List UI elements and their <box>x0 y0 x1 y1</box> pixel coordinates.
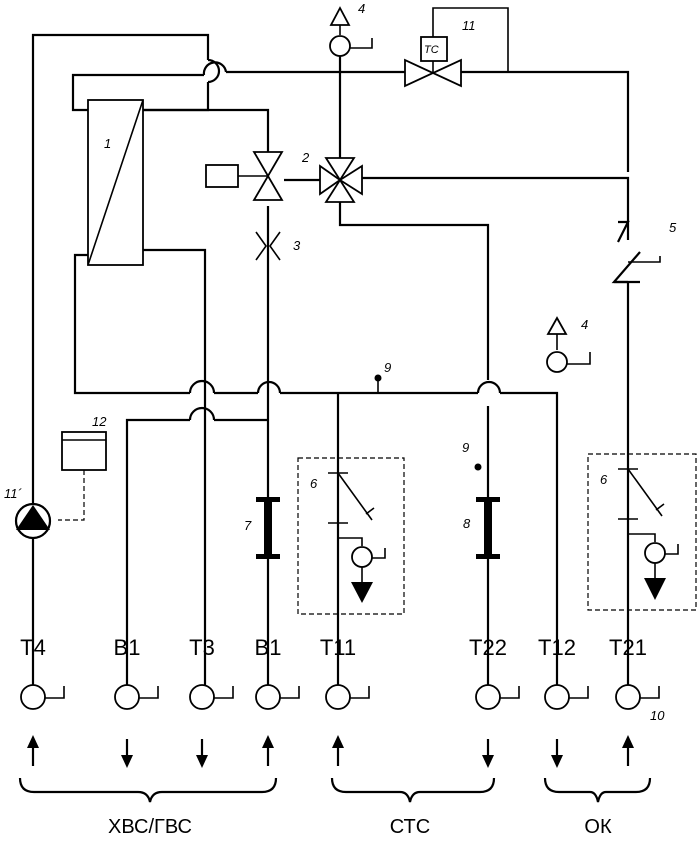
flow-arrow-t11 <box>332 735 344 766</box>
pump-number: 11´ <box>4 486 22 501</box>
three-way-valve-number: 2 <box>301 150 310 165</box>
gauge-t3 <box>189 684 234 710</box>
flow-arrow-t22 <box>482 739 494 768</box>
valve-2: 2 <box>205 150 310 201</box>
pipe-label-b1-left: В1 <box>114 635 141 660</box>
gauge-t12 <box>544 684 589 710</box>
point-right-number: 9 <box>462 440 469 455</box>
flow-arrows <box>27 735 634 768</box>
heat-exchanger-number: 1 <box>104 136 111 151</box>
three-way-valve <box>319 157 363 203</box>
controller-number: 12 <box>92 414 107 429</box>
flow-arrow-t12 <box>551 739 563 768</box>
check-valve-number: 5 <box>669 220 677 235</box>
gauges: 10 <box>20 684 665 723</box>
gauge-b1-right <box>255 684 300 710</box>
control-valve-number: 11 <box>462 18 476 33</box>
drain-left-number: 6 <box>310 476 318 491</box>
line-crossings <box>188 58 502 421</box>
gauge-number: 10 <box>650 708 665 723</box>
filter-8: 8 <box>463 497 500 559</box>
measure-points: 9 9 <box>374 360 482 471</box>
group-label-hvs-gvs: ХВС/ГВС <box>108 816 192 838</box>
throttle: 3 <box>255 231 301 261</box>
pipe-label-t12: Т12 <box>538 635 576 660</box>
filter-left-number: 7 <box>244 518 252 533</box>
pipe-label-t21: Т21 <box>609 635 647 660</box>
control-valve: ТС 11 <box>404 18 476 88</box>
flow-arrow-t21 <box>622 735 634 766</box>
throttle-number: 3 <box>293 238 301 253</box>
point-top-number: 9 <box>384 360 391 375</box>
air-vent-top-number: 4 <box>358 1 365 16</box>
pipe-label-t22: Т22 <box>469 635 507 660</box>
flow-arrow-b1-right <box>262 735 274 766</box>
flow-arrow-t3 <box>196 739 208 768</box>
drain-left: 6 <box>297 457 405 615</box>
pipe-labels: Т4 В1 Т3 В1 Т11 Т22 Т12 Т21 <box>20 635 647 660</box>
heat-exchanger: 1 <box>87 99 144 266</box>
group-braces <box>18 777 652 803</box>
gauge-b1-left <box>114 684 159 710</box>
group-label-sts: СТС <box>390 816 430 838</box>
group-label-ok: ОК <box>584 816 612 838</box>
gauge-t4 <box>20 684 65 710</box>
controller: 12 <box>58 414 107 521</box>
gauge-t11 <box>325 684 370 710</box>
control-valve-label: ТС <box>424 44 439 56</box>
gauge-t22 <box>475 684 520 710</box>
flow-arrow-t4 <box>27 735 39 766</box>
pump: 11´ <box>4 486 52 540</box>
filter-right-number: 8 <box>463 516 471 531</box>
flow-arrow-b1-left <box>121 739 133 768</box>
gauge-t21 <box>615 684 660 710</box>
filter-7: 7 <box>244 497 280 559</box>
drain-right: 6 <box>587 453 697 611</box>
check-valve: 5 <box>611 220 677 284</box>
pipe-label-t4: Т4 <box>20 635 46 660</box>
pipe-label-b1-right: В1 <box>255 635 282 660</box>
pipe-label-t11: Т11 <box>320 635 356 660</box>
air-vent-top: 4 <box>329 1 373 57</box>
pipework <box>31 7 630 685</box>
drain-right-number: 6 <box>600 472 608 487</box>
air-vent-right-number: 4 <box>581 317 588 332</box>
pipe-label-t3: Т3 <box>189 635 215 660</box>
air-vent-right: 4 <box>546 316 591 373</box>
group-labels: ХВС/ГВС СТС ОК <box>108 816 612 838</box>
